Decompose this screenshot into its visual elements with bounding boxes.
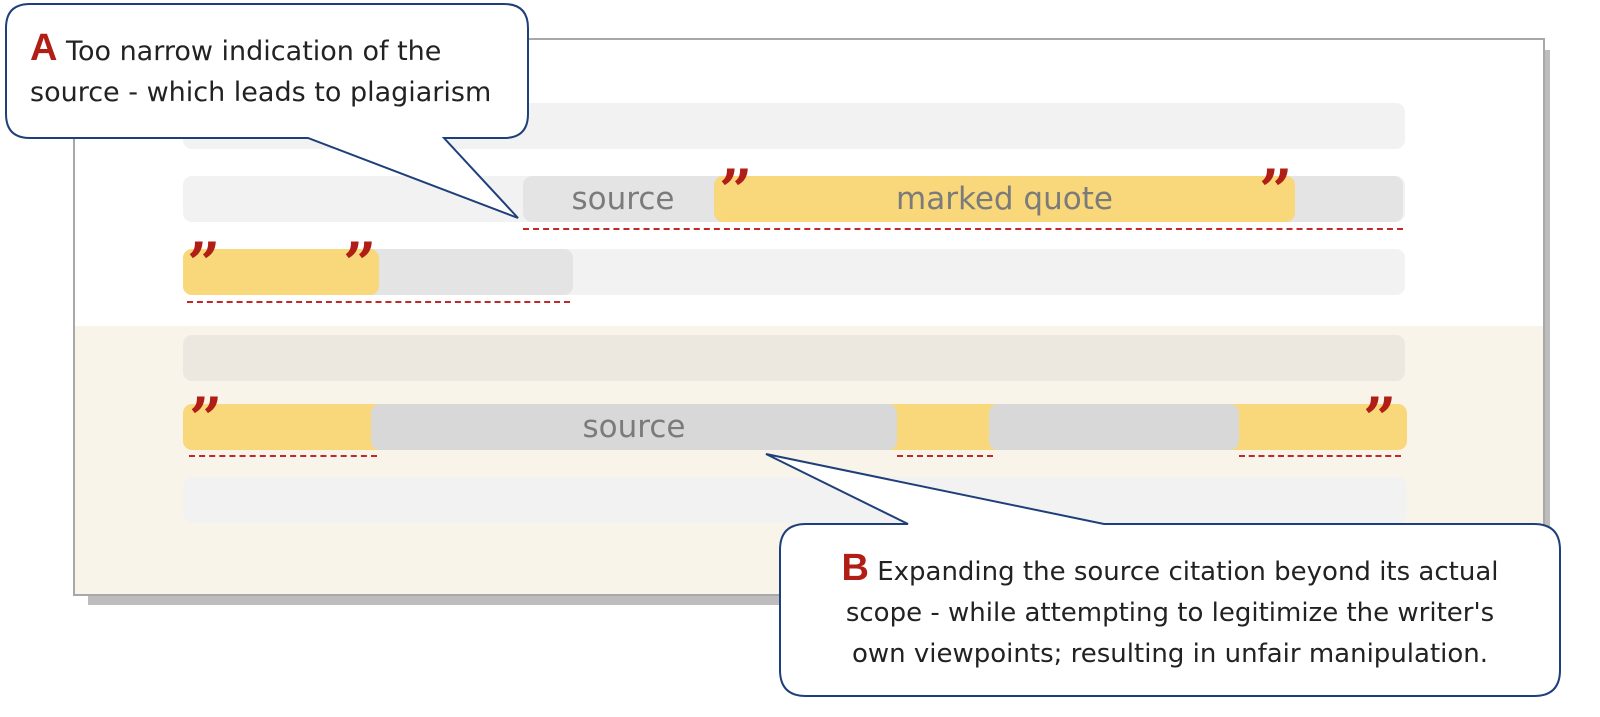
callout-a-line-1-text: Too narrow indication of the bbox=[66, 36, 442, 67]
callout-b-text: B Expanding the source citation beyond i… bbox=[800, 548, 1540, 675]
callout-b-line-1: B Expanding the source citation beyond i… bbox=[800, 548, 1540, 593]
marked-quote-segment bbox=[714, 176, 1295, 222]
source-label-expanded: source bbox=[582, 409, 686, 445]
text-line-5: source ” ” bbox=[183, 390, 1407, 450]
marked-quote-continued bbox=[183, 249, 379, 295]
callout-b-line-3: own viewpoints; resulting in unfair mani… bbox=[851, 639, 1489, 669]
callout-b-bubble bbox=[765, 453, 1561, 697]
callout-a-line-1: A Too narrow indication of the bbox=[30, 28, 491, 72]
callout-b-badge: B bbox=[841, 547, 869, 589]
text-line-4 bbox=[183, 335, 1405, 381]
text-line-3: ” ” bbox=[183, 235, 1405, 295]
callout-a-text: A Too narrow indication of the source - … bbox=[30, 28, 491, 113]
marked-quote-label: marked quote bbox=[896, 181, 1113, 217]
callout-a-badge: A bbox=[30, 27, 58, 69]
text-line-6 bbox=[183, 477, 1407, 523]
source-underline bbox=[523, 228, 1403, 230]
text-line-2: source marked quote ” ” bbox=[183, 162, 1405, 222]
source-underline-continued bbox=[187, 301, 570, 303]
source-segment-extra bbox=[989, 404, 1239, 450]
callout-a-bubble bbox=[5, 3, 529, 219]
quote-underline-2 bbox=[897, 455, 993, 457]
callout-b-line-2: scope - while attempting to legitimize t… bbox=[845, 598, 1495, 628]
source-label: source bbox=[571, 181, 675, 217]
source-segment-expanded bbox=[371, 404, 897, 450]
callout-b-line-1-text: Expanding the source citation beyond its… bbox=[877, 557, 1499, 587]
callout-a-line-2: source - which leads to plagiarism bbox=[30, 77, 492, 108]
quote-underline-1 bbox=[189, 455, 377, 457]
quote-underline-3 bbox=[1239, 455, 1401, 457]
